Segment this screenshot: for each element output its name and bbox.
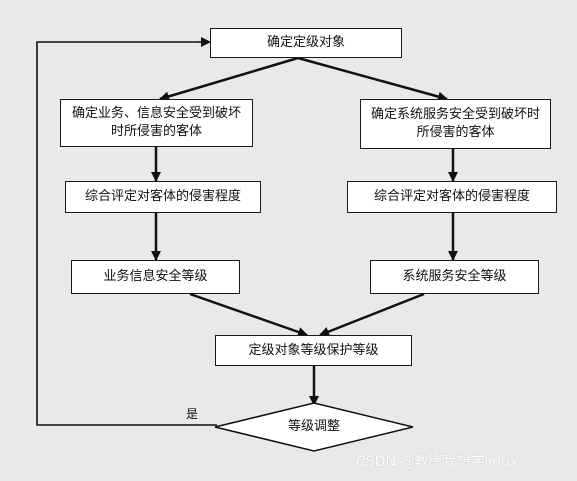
yes-edge-label: 是	[186, 407, 199, 421]
assess-left-label: 综合评定对客体的侵害程度	[84, 189, 241, 204]
business-victim-label: 确定业务、信息安全受到破坏时所侵害的客体	[71, 106, 241, 139]
assess-right-node: 综合评定对客体的侵害程度	[347, 181, 557, 213]
business-level-node: 业务信息安全等级	[71, 260, 240, 294]
assess-right-label: 综合评定对客体的侵害程度	[373, 189, 530, 204]
arrow-top-to-left	[159, 56, 299, 102]
level-adjust-diamond	[214, 402, 414, 452]
watermark-text: CSDN @教练我想学linux	[356, 454, 519, 470]
determine-object-node: 确定定级对象	[210, 28, 402, 58]
object-level-node: 定级对象等级保护等级	[215, 335, 412, 366]
level-adjust-label: 等级调整	[287, 419, 340, 434]
assess-left-node: 综合评定对客体的侵害程度	[65, 181, 261, 213]
service-victim-node: 确定系统服务安全受到破坏时所侵害的客体	[360, 99, 551, 149]
business-level-label: 业务信息安全等级	[103, 269, 208, 284]
arrow-top-to-right	[297, 56, 448, 102]
arrow-left-level-to-object-level	[189, 292, 308, 337]
service-level-node: 系统服务安全等级	[370, 260, 539, 294]
feedback-loop-line	[36, 41, 217, 426]
arrow-right-level-to-object-level	[319, 292, 425, 337]
service-victim-label: 确定系统服务安全受到破坏时所侵害的客体	[370, 107, 540, 140]
business-victim-node: 确定业务、信息安全受到破坏时所侵害的客体	[60, 99, 253, 147]
service-level-label: 系统服务安全等级	[402, 269, 507, 284]
determine-object-label: 确定定级对象	[266, 35, 345, 50]
object-level-label: 定级对象等级保护等级	[248, 342, 379, 358]
